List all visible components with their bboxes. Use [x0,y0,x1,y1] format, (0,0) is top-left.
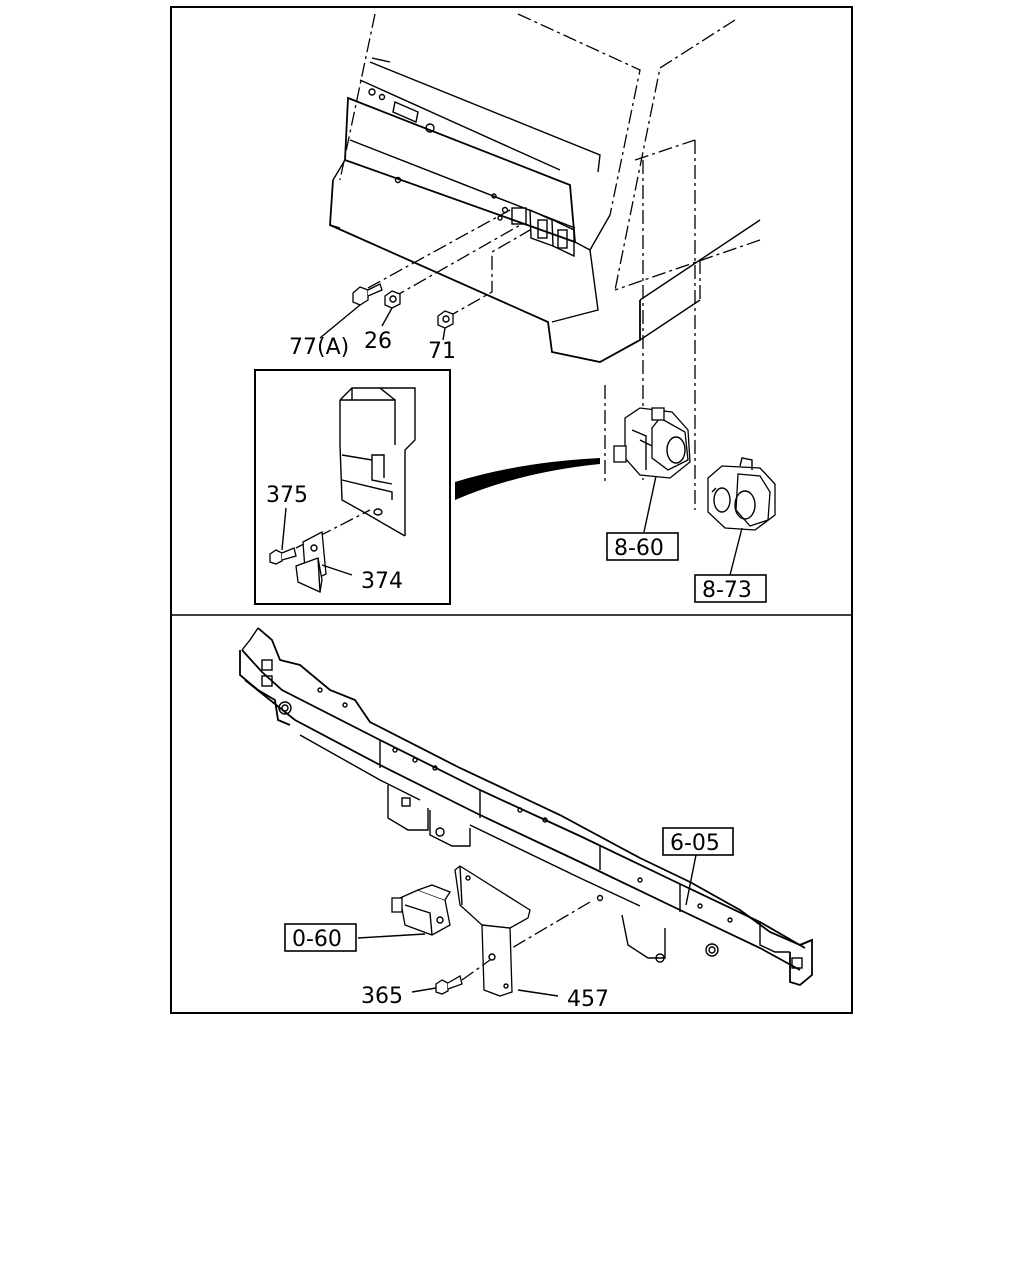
detail-pointer [455,458,600,500]
sensor-0-60 [391,884,451,936]
callout-26: 26 [364,329,392,354]
frame-crossmember [239,627,813,987]
cab-front-drawing [329,13,761,510]
callout-box-8-60 [606,532,679,561]
callout-77a: 77(A) [289,335,349,360]
callout-8-60: 8-60 [614,536,664,561]
inset-detail [254,369,451,605]
callout-374: 374 [361,569,403,594]
horn-8-73 [707,457,776,531]
bracket-457 [454,865,531,997]
bolt-77a [352,283,383,306]
callout-box-6-05 [662,827,734,856]
horn-8-60 [613,407,691,479]
callout-box-0-60 [284,923,357,952]
callout-457: 457 [567,987,609,1012]
outer-frame [170,6,853,1014]
callout-6-05: 6-05 [670,831,720,856]
nut-71 [437,310,454,329]
bolt-365 [435,959,491,995]
nut-26 [384,290,401,309]
callout-box-8-73 [694,574,767,603]
callout-365: 365 [361,984,403,1009]
callout-8-73: 8-73 [702,578,752,603]
callout-71: 71 [428,339,456,364]
callout-375: 375 [266,483,308,508]
callout-0-60: 0-60 [292,927,342,952]
